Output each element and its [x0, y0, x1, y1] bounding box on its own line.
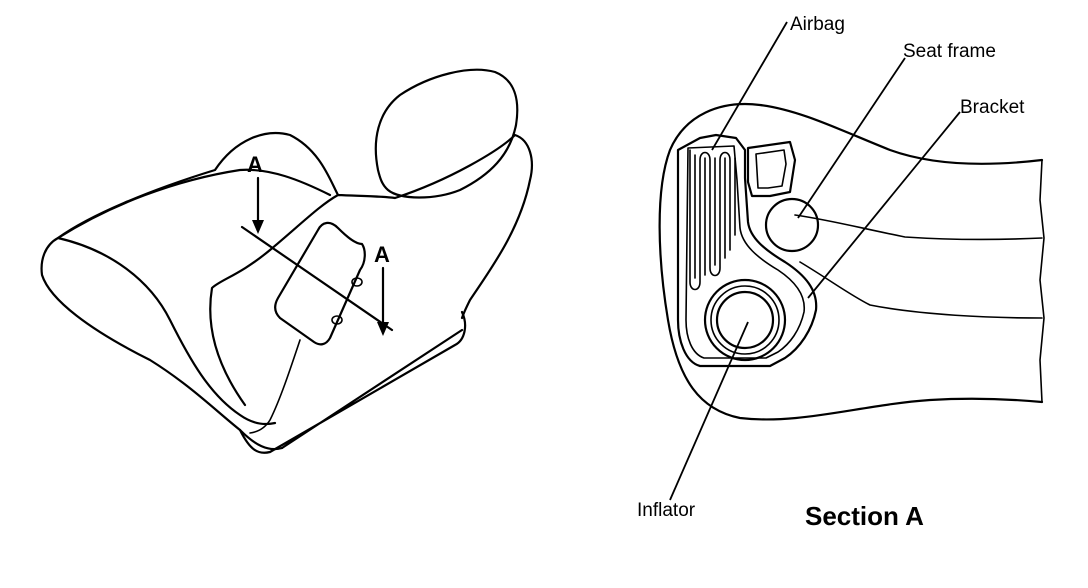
seatback-outline: [56, 131, 533, 407]
bracket-leader: [807, 111, 961, 299]
airbag-module-outline: [274, 221, 366, 346]
inflator-core: [715, 290, 775, 350]
bracket-housing-outer: [676, 133, 818, 368]
folded-airbag: [689, 149, 736, 291]
section-arrow-1-head: [252, 220, 264, 234]
seat-cushion-outline: [40, 168, 332, 451]
cushion-contour-lower: [799, 261, 1043, 319]
seat-frame-label: Seat frame: [903, 41, 996, 62]
section-cut-line: [240, 225, 394, 332]
section-mark-1: A: [247, 152, 263, 177]
seat-frame-leader: [797, 57, 906, 219]
bracket-housing-inner: [685, 145, 805, 359]
section-mark-2: A: [374, 242, 390, 267]
module-bolt-upper: [351, 277, 363, 287]
seat-frame-pocket-inner: [755, 149, 787, 189]
section-caption: Section A: [805, 501, 924, 531]
airbag-label: Airbag: [790, 14, 845, 35]
module-bolt-lower: [331, 315, 343, 325]
airbag-leader: [711, 21, 788, 151]
seat-base-outline: [238, 310, 467, 454]
seatback-contour: [249, 339, 301, 434]
seatback-section-outline: [658, 103, 1044, 421]
section-arrow-2-head: [377, 322, 389, 336]
section-break-edge: [1039, 159, 1045, 403]
inflator-label: Inflator: [637, 500, 696, 521]
inflator-outer: [703, 278, 787, 362]
inflator-leader: [669, 321, 749, 501]
seat-perspective-figure: A A: [40, 68, 533, 454]
seat-frame-tube: [764, 197, 820, 253]
bracket-label: Bracket: [960, 97, 1025, 118]
headrest-outline: [374, 68, 519, 199]
inflator-ring: [710, 285, 780, 355]
seat-frame-pocket: [746, 140, 797, 198]
cushion-contour-upper: [794, 214, 1043, 241]
section-a-figure: Airbag Seat frame Bracket Inflator Secti…: [637, 14, 1045, 531]
